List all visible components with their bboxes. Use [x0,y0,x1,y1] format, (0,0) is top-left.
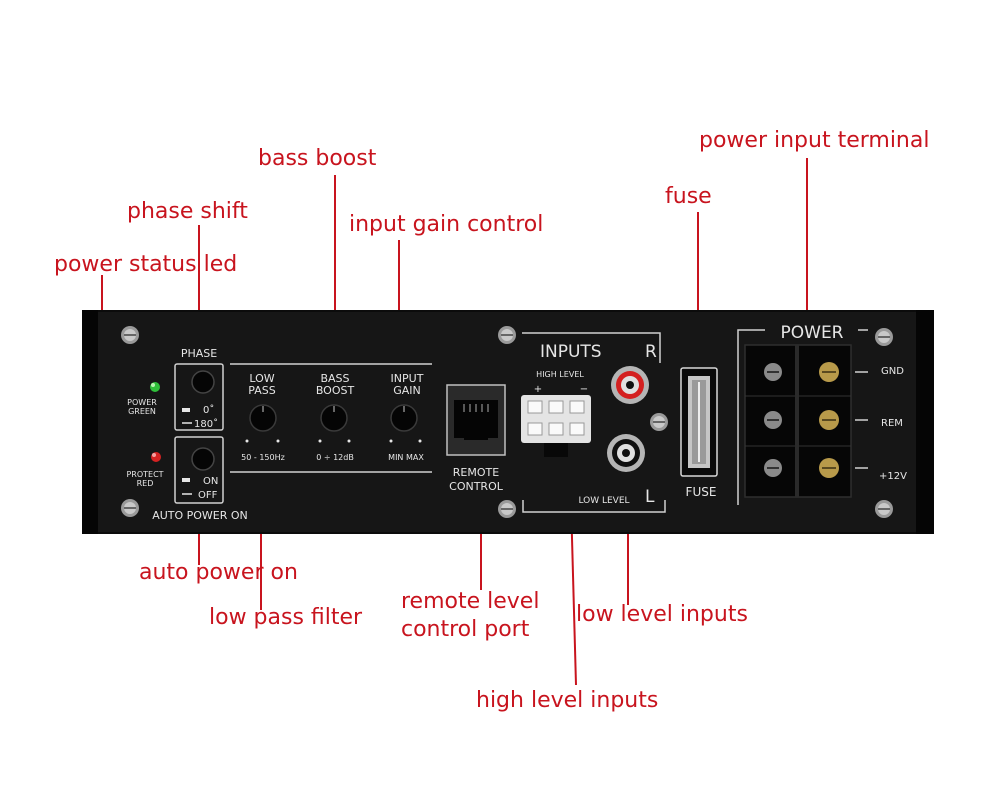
fuse-holder[interactable] [680,367,718,477]
phase-label: PHASE [181,347,217,360]
low-pass-label-2: PASS [248,384,275,397]
label-high-level-inputs: high level inputs [476,688,659,713]
remote-label: REMOTE [453,466,499,479]
auto-power-switch-button[interactable] [191,447,215,471]
protect-red-label: PROTECT [126,470,163,479]
input-gain-range: MIN MAX [388,453,424,462]
protect-led-icon [151,452,161,462]
screw-icon [498,326,516,344]
bass-boost-label-2: BOOST [316,384,355,397]
label-phase-shift: phase shift [127,199,248,224]
phase-180-label: 180˚ [194,418,218,430]
control-label: CONTROL [449,480,504,493]
inputs-r-label: R [645,342,657,362]
screw-icon [121,326,139,344]
v12-label: +12V [879,471,907,482]
rca-right-jack[interactable] [611,366,649,404]
label-fuse: fuse [665,184,712,209]
label-remote-level-control-port-1: remote level [401,589,540,614]
input-gain-label: INPUT [391,372,424,385]
off-label: OFF [198,490,218,501]
bass-boost-range: 0 ÷ 12dB [316,453,354,462]
phase-switch-frame [174,363,224,431]
power-green-label: POWER [127,398,157,407]
screw-icon [875,500,893,518]
phase-0-label: 0˚ [203,404,214,416]
label-low-pass-filter: low pass filter [209,605,363,630]
low-pass-label: LOW [249,372,274,385]
auto-power-on-label: AUTO POWER ON [152,509,248,522]
auto-power-switch-frame [174,436,224,504]
low-pass-range: 50 - 150Hz [241,453,285,462]
low-level-label: LOW LEVEL [578,496,629,506]
label-auto-power-on: auto power on [139,560,298,585]
bass-boost-knob[interactable] [320,404,348,432]
rem-label: REM [881,418,903,429]
power-terminal-block[interactable] [744,344,852,498]
input-gain-label-2: GAIN [393,384,421,397]
power-green-label-2: GREEN [128,407,156,416]
on-label: ON [203,476,218,487]
power-label: POWER [781,323,844,343]
label-remote-level-control-port-2: control port [401,617,530,642]
label-input-gain-control: input gain control [349,212,544,237]
inputs-l-label: L [645,487,655,507]
high-level-plus: + [534,384,542,395]
power-led-icon [150,382,160,392]
screw-icon [875,328,893,346]
label-bass-boost: bass boost [258,146,377,171]
high-level-minus: − [580,384,588,395]
low-pass-knob[interactable] [249,404,277,432]
high-level-input-connector[interactable] [521,395,591,457]
fuse-label: FUSE [686,485,717,499]
screw-icon [121,499,139,517]
label-power-status-led: power status led [54,252,238,277]
screw-icon [650,413,668,431]
label-power-input-terminal: power input terminal [699,128,930,153]
rca-left-jack[interactable] [607,434,645,472]
inputs-label: INPUTS [540,342,602,362]
phase-switch-button[interactable] [191,370,215,394]
protect-red-label-2: RED [137,479,154,488]
bass-boost-label: BASS [320,372,349,385]
gnd-label: GND [881,366,904,377]
panel-screws [121,326,893,518]
label-low-level-inputs: low level inputs [576,602,748,627]
screw-icon [498,500,516,518]
high-level-label: HIGH LEVEL [536,370,584,379]
remote-control-port[interactable] [446,384,506,456]
input-gain-knob[interactable] [390,404,418,432]
